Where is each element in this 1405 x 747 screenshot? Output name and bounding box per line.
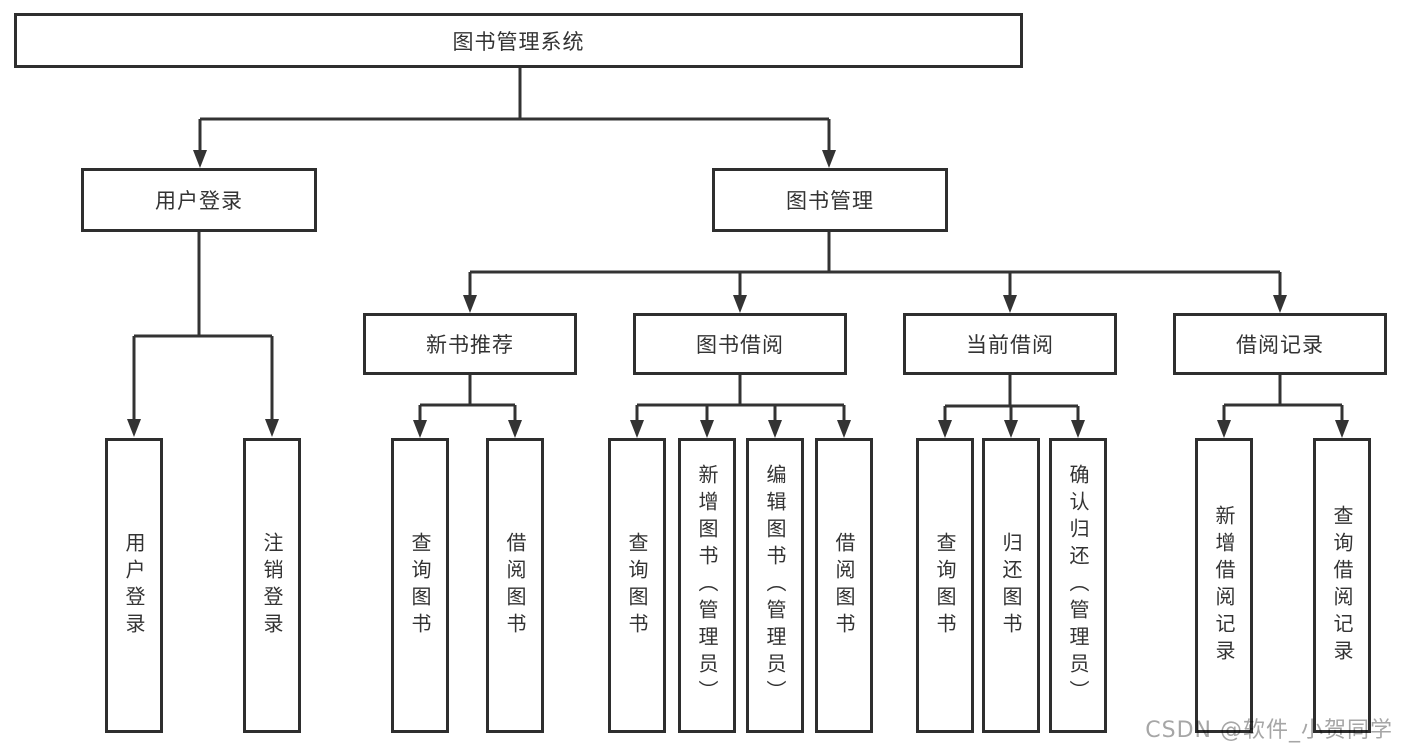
node-borrowing-records: 借阅记录 (1173, 313, 1387, 375)
leaf-query-books-borrowing: 查询图书 (608, 438, 666, 733)
leaf-add-books-admin: 新增图书（管理员） (678, 438, 736, 733)
leaf-borrow-books-borrowing: 借阅图书 (815, 438, 873, 733)
leaf-user-login: 用户登录 (105, 438, 163, 733)
leaf-confirm-return-admin: 确认归还（管理员） (1049, 438, 1107, 733)
edges-root-to-level2 (193, 66, 836, 168)
leaf-logout: 注销登录 (243, 438, 301, 733)
leaf-query-borrow-record: 查询借阅记录 (1313, 438, 1371, 733)
edges-book-borrowing-to-leaves (630, 373, 851, 438)
node-book-management: 图书管理 (712, 168, 948, 232)
leaf-query-books-recommend: 查询图书 (391, 438, 449, 733)
node-current-borrowing: 当前借阅 (903, 313, 1117, 375)
node-book-borrowing: 图书借阅 (633, 313, 847, 375)
leaf-borrow-books-recommend: 借阅图书 (486, 438, 544, 733)
node-user-login: 用户登录 (81, 168, 317, 232)
edges-current-borrowing-to-leaves (938, 373, 1085, 438)
edges-book-management-to-level3 (463, 230, 1287, 313)
leaf-query-books-current: 查询图书 (916, 438, 974, 733)
leaf-return-books: 归还图书 (982, 438, 1040, 733)
leaf-edit-books-admin: 编辑图书（管理员） (746, 438, 804, 733)
edges-borrowing-records-to-leaves (1217, 373, 1349, 438)
csdn-watermark: CSDN @软件_小贺同学 (1145, 718, 1393, 743)
leaf-add-borrow-record: 新增借阅记录 (1195, 438, 1253, 733)
edges-user-login-to-leaves (127, 230, 279, 437)
edges-new-book-recommend-to-leaves (413, 373, 522, 438)
node-library-system: 图书管理系统 (14, 13, 1023, 68)
node-new-book-recommend: 新书推荐 (363, 313, 577, 375)
